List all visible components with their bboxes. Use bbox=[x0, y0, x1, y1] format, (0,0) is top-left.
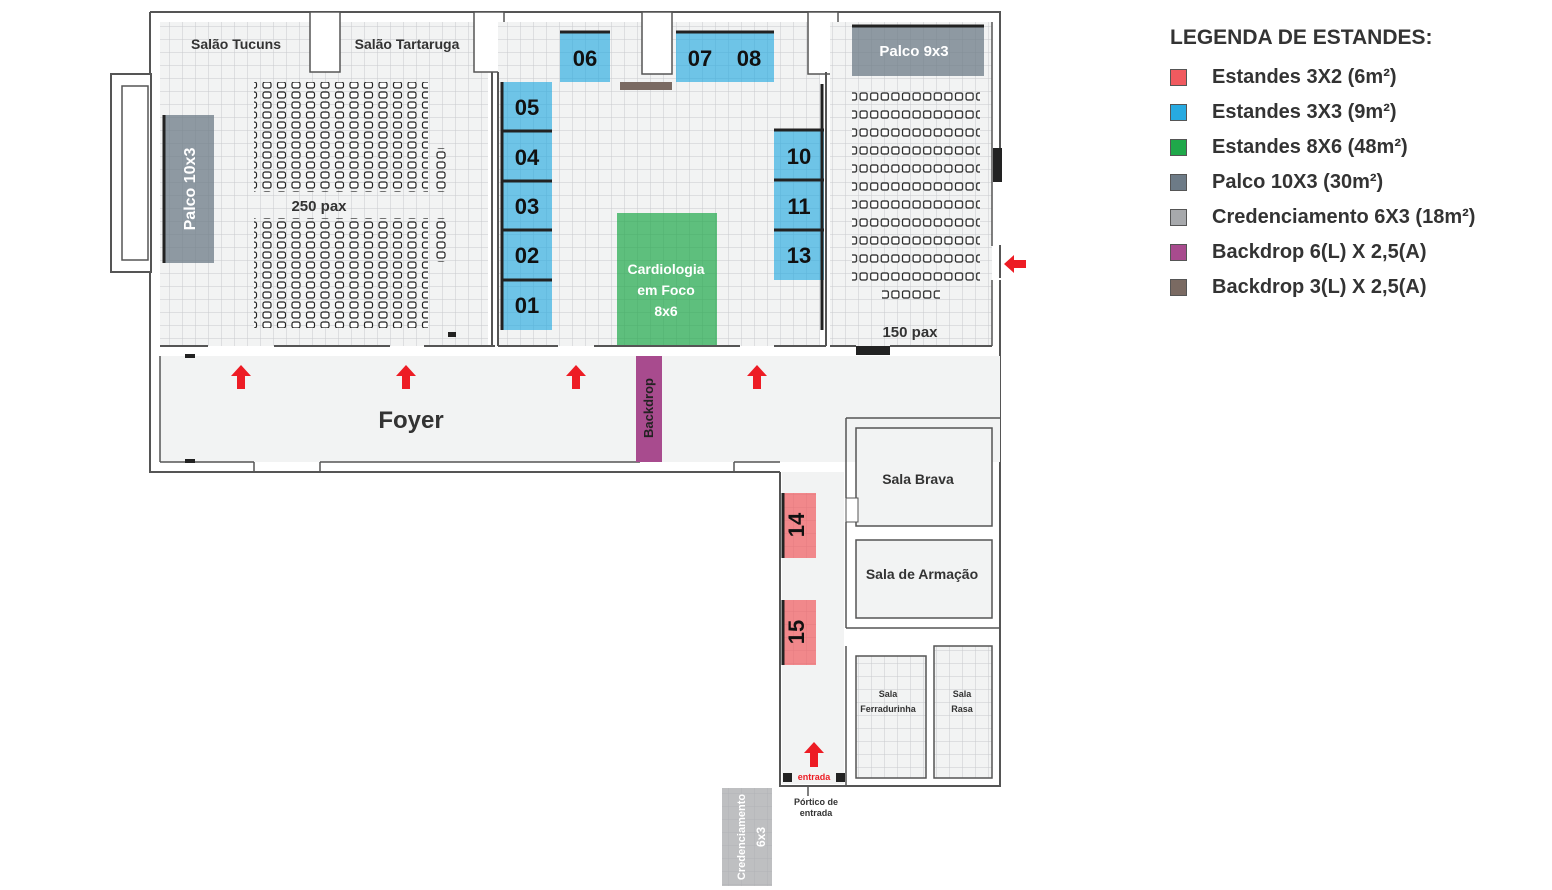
sala-ferradurinha-label-1: Sala bbox=[879, 689, 899, 699]
booth-15[interactable]: 15 bbox=[784, 620, 809, 644]
legend-items: Estandes 3X2 (6m²) Estandes 3X3 (9m²) Esta… bbox=[1170, 60, 1550, 305]
legend-item: Backdrop 3(L) X 2,5(A) bbox=[1170, 270, 1550, 305]
cardiologia-label-1: Cardiologia bbox=[627, 261, 704, 277]
stage-10x3-label: Palco 10x3 bbox=[182, 148, 199, 231]
booth-11[interactable]: 11 bbox=[787, 194, 810, 219]
salao-tartaruga-label: Salão Tartaruga bbox=[355, 36, 460, 52]
arrow-up-icon bbox=[231, 365, 251, 389]
arrow-up-icon bbox=[566, 365, 586, 389]
booth-column-right: 10 11 13 bbox=[774, 84, 824, 330]
portico-label-2: entrada bbox=[800, 808, 834, 818]
sala-armacao-label: Sala de Armação bbox=[866, 566, 978, 582]
legend-swatch bbox=[1170, 139, 1187, 156]
booth-07[interactable]: 07 bbox=[688, 46, 712, 71]
booth-02[interactable]: 02 bbox=[515, 243, 539, 268]
sala-rasa-label-1: Sala bbox=[953, 689, 973, 699]
booth-08[interactable]: 08 bbox=[737, 46, 761, 71]
booth-04[interactable]: 04 bbox=[515, 145, 540, 170]
legend-label: Estandes 8X6 (48m²) bbox=[1212, 136, 1408, 158]
legend-label: Palco 10X3 (30m²) bbox=[1212, 171, 1384, 193]
legend-title: LEGENDA DE ESTANDES: bbox=[1170, 26, 1433, 49]
entrance-label: entrada bbox=[798, 772, 832, 782]
legend-item: Backdrop 6(L) X 2,5(A) bbox=[1170, 235, 1550, 270]
sala-brava-label: Sala Brava bbox=[882, 471, 954, 487]
booth-13[interactable]: 13 bbox=[787, 243, 811, 268]
seating-block-right bbox=[852, 86, 980, 284]
credenciamento-size-label: 6x3 bbox=[754, 827, 768, 847]
room-center-hall: 05 04 03 02 01 06 07 08 10 11 13 bbox=[497, 11, 839, 347]
room-sala-armacao bbox=[855, 539, 993, 619]
entrance-arrow-icon bbox=[804, 742, 824, 767]
capacity-250-label: 250 pax bbox=[291, 198, 347, 215]
cardiologia-label-2: em Foco bbox=[637, 282, 695, 298]
capacity-150-label: 150 pax bbox=[882, 324, 938, 341]
seating-block-bottom bbox=[254, 218, 428, 328]
floor-plan: Salão Tucuns Salão Tartaruga Palco 10x3 … bbox=[110, 11, 1026, 886]
room-sala-ferradurinha bbox=[855, 655, 927, 779]
legend-label: Estandes 3X3 (9m²) bbox=[1212, 101, 1397, 123]
legend-item: Palco 10X3 (30m²) bbox=[1170, 165, 1550, 200]
room-sala-brava bbox=[855, 427, 993, 527]
legend-swatch bbox=[1170, 279, 1187, 296]
corridor-wing: Sala Brava Sala de Armação Sala Ferradur… bbox=[781, 417, 1000, 818]
room-150-pax: Palco 9x3 150 pax bbox=[830, 22, 1026, 355]
legend-item: Estandes 3X3 (9m²) bbox=[1170, 95, 1550, 130]
booth-03[interactable]: 03 bbox=[515, 194, 539, 219]
legend-swatch bbox=[1170, 209, 1187, 226]
booth-01[interactable]: 01 bbox=[515, 293, 539, 318]
room-sala-rasa bbox=[933, 645, 993, 779]
booth-10[interactable]: 10 bbox=[787, 144, 811, 169]
legend-label: Backdrop 6(L) X 2,5(A) bbox=[1212, 241, 1427, 263]
cardiologia-label-3: 8x6 bbox=[654, 303, 678, 319]
legend-label: Credenciamento 6X3 (18m²) bbox=[1212, 206, 1476, 228]
arrow-up-icon bbox=[396, 365, 416, 389]
booth-column-left: 05 04 03 02 01 bbox=[500, 82, 552, 330]
foyer-label: Foyer bbox=[378, 407, 443, 434]
backdrop-3m bbox=[620, 82, 672, 90]
backdrop-label: Backdrop bbox=[641, 378, 656, 438]
legend-swatch bbox=[1170, 104, 1187, 121]
legend-label: Backdrop 3(L) X 2,5(A) bbox=[1212, 276, 1427, 298]
backdrop-6m bbox=[636, 356, 662, 462]
legend-swatch bbox=[1170, 244, 1187, 261]
sala-ferradurinha-label-2: Ferradurinha bbox=[860, 704, 917, 714]
salao-tucuns-label: Salão Tucuns bbox=[191, 36, 281, 52]
legend-swatch bbox=[1170, 174, 1187, 191]
credenciamento-area: Credenciamento 6x3 bbox=[722, 788, 772, 886]
booth-05[interactable]: 05 bbox=[515, 95, 539, 120]
legend-item: Estandes 3X2 (6m²) bbox=[1170, 60, 1550, 95]
room-salao-tucuns: Salão Tucuns Salão Tartaruga Palco 10x3 … bbox=[160, 11, 505, 347]
portico-label-1: Pórtico de bbox=[794, 797, 838, 807]
arrow-up-icon bbox=[747, 365, 767, 389]
legend-item: Credenciamento 6X3 (18m²) bbox=[1170, 200, 1550, 235]
stage-9x3-label: Palco 9x3 bbox=[879, 43, 948, 60]
side-entrance-arrow-icon bbox=[1004, 255, 1026, 273]
booth-14[interactable]: 14 bbox=[784, 512, 809, 537]
sala-rasa-label-2: Rasa bbox=[951, 704, 974, 714]
legend-swatch bbox=[1170, 69, 1187, 86]
legend-item: Estandes 8X6 (48m²) bbox=[1170, 130, 1550, 165]
credenciamento-label: Credenciamento bbox=[736, 794, 748, 880]
booth-06[interactable]: 06 bbox=[573, 46, 597, 71]
legend: LEGENDA DE ESTANDES: Estandes 3X2 (6m²)E… bbox=[1170, 26, 1550, 305]
seating-block-top bbox=[254, 82, 428, 192]
legend-label: Estandes 3X2 (6m²) bbox=[1212, 66, 1397, 88]
